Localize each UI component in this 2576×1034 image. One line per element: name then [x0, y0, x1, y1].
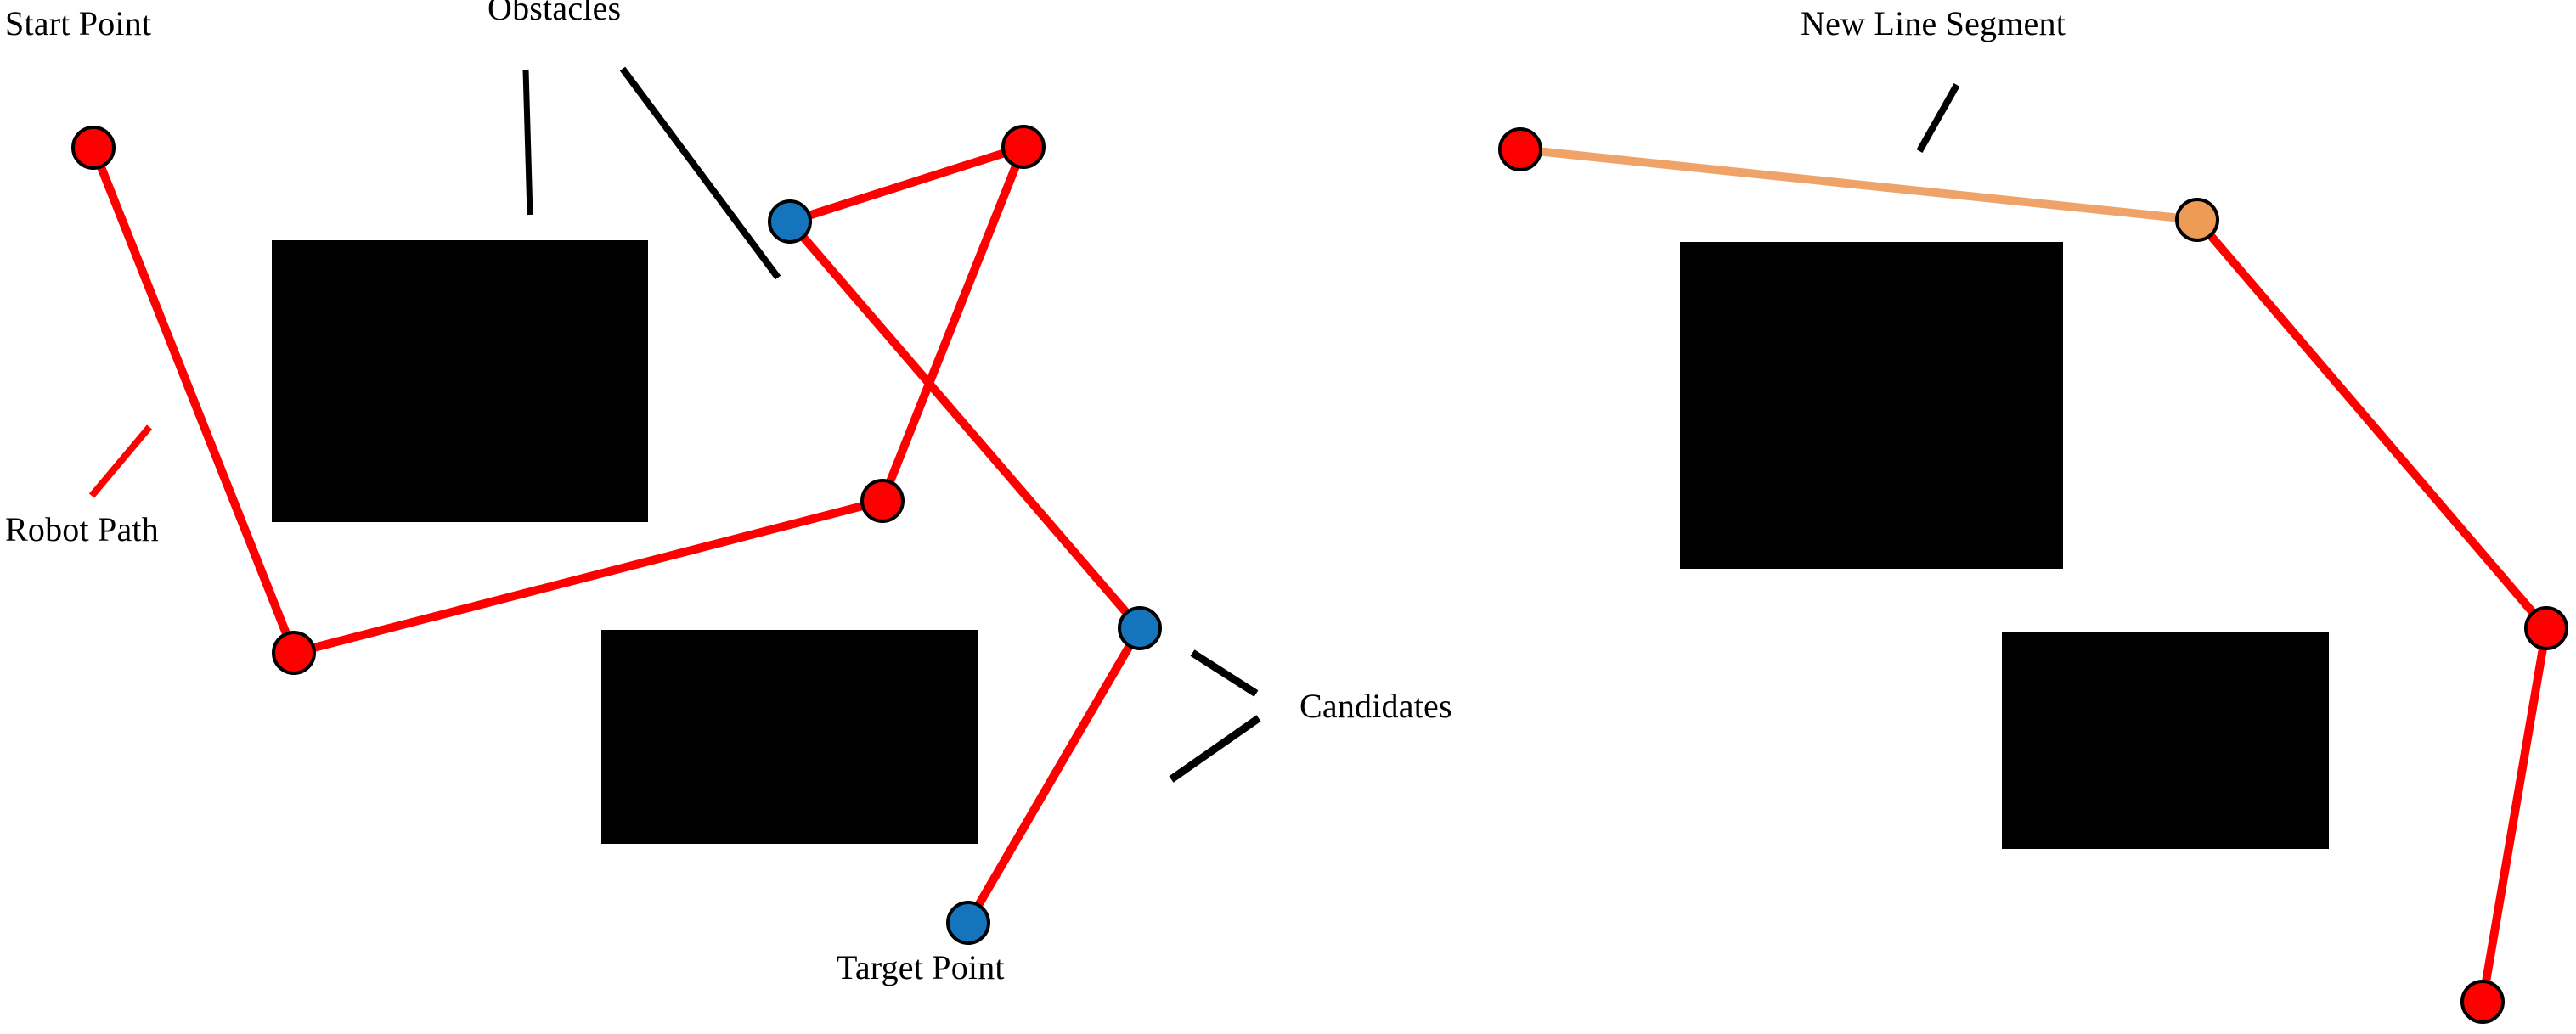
left-path-nodes-group [71, 125, 1162, 945]
right-obstacles-group [1680, 242, 2329, 849]
seg-new-line [1516, 145, 2201, 224]
leader-robot-path-line [88, 424, 153, 498]
label-start-point: Start Point [5, 4, 152, 42]
seg-wp1-to-wp2 [290, 497, 887, 657]
leader-obstacles-slanted-line [619, 66, 781, 280]
leader-candidates-lower-line [1169, 715, 1261, 783]
node-start[interactable] [71, 126, 116, 170]
label-candidates: Candidates [1299, 687, 1452, 725]
seg-wp3-to-cand1 [786, 143, 1028, 226]
seg-newnode-to-wp [2193, 216, 2551, 632]
obstacle-rect-3 [1680, 242, 2063, 569]
seg-start-to-wp1 [89, 143, 298, 657]
seg-wp-to-end [2478, 624, 2551, 1006]
label-robot-path: Robot Path [5, 510, 159, 548]
seg-cand2-to-target [964, 624, 1144, 927]
leader-candidates-upper-line [1190, 649, 1259, 697]
left-leader-lines-group [88, 66, 1261, 783]
right-path-segments-group [1516, 145, 2551, 1006]
obstacle-rect-2 [601, 630, 978, 844]
right-path-nodes-group [1498, 127, 2568, 1024]
left-path-segments-group [89, 143, 1144, 927]
node-new-segment[interactable] [2175, 198, 2219, 242]
node-waypoint-2[interactable] [860, 479, 905, 523]
node-waypoint-right[interactable] [2524, 606, 2568, 650]
label-new-line-segment: New Line Segment [1801, 4, 2066, 42]
seg-wp2-to-wp3 [878, 143, 1028, 505]
node-candidate-1[interactable] [768, 199, 812, 244]
seg-cand1-to-cand2 [786, 217, 1144, 632]
obstacle-rect-1 [272, 240, 648, 522]
node-target[interactable] [946, 901, 990, 945]
left-panel-group [71, 66, 1261, 945]
right-leader-lines-group [1916, 83, 1960, 153]
node-end-right[interactable] [2460, 980, 2505, 1024]
label-obstacles: Obstacles [488, 0, 622, 27]
obstacle-rect-4 [2002, 632, 2329, 849]
node-waypoint-3[interactable] [1001, 125, 1046, 169]
leader-obstacles-vertical-line [522, 69, 533, 216]
node-waypoint-1[interactable] [272, 631, 316, 675]
node-start-right[interactable] [1498, 127, 1542, 171]
right-panel-group [1498, 83, 2568, 1024]
left-obstacles-group [272, 240, 978, 844]
label-target-point: Target Point [837, 948, 1005, 986]
node-candidate-2[interactable] [1118, 606, 1162, 650]
leader-new-line-segment-line [1916, 83, 1960, 153]
